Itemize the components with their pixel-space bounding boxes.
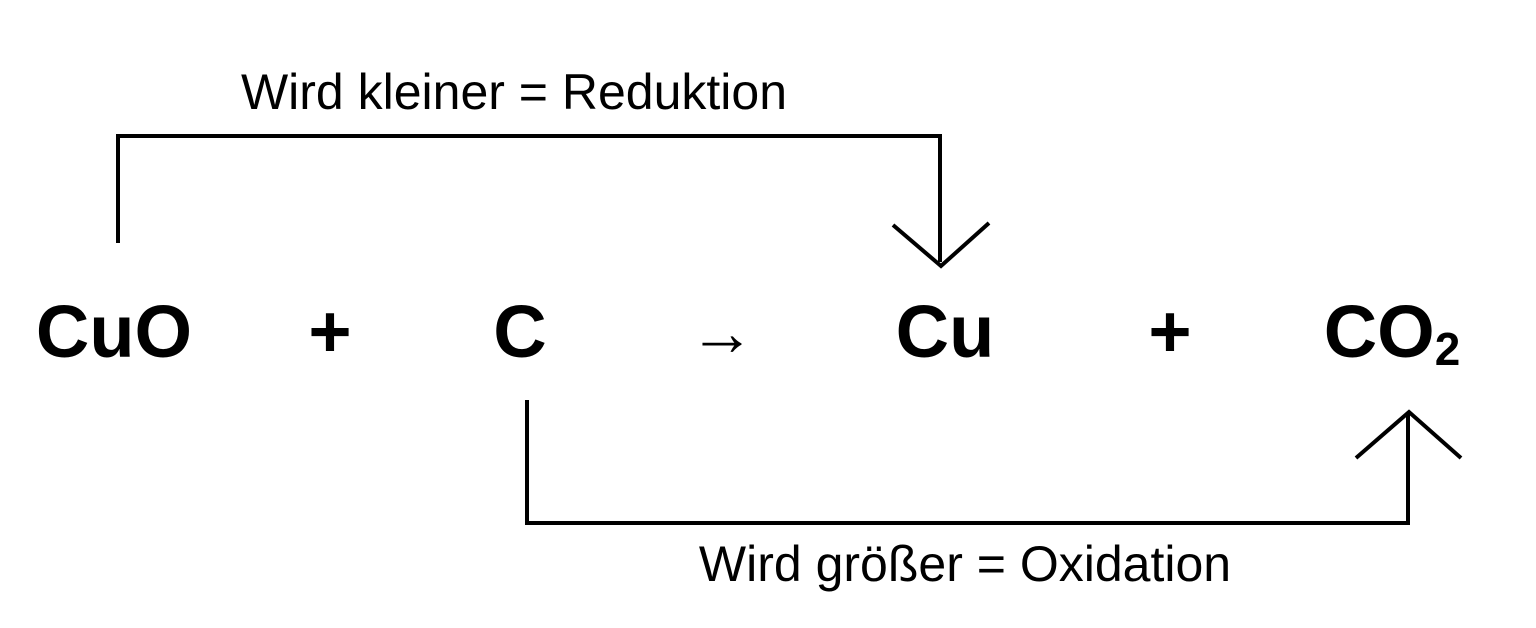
product-co2-base: CO — [1323, 290, 1435, 373]
product-cu: Cu — [895, 290, 995, 373]
reduction-label: Wird kleiner = Reduktion — [240, 64, 788, 120]
plus-sign-1: + — [308, 290, 352, 373]
product-co2: CO2 — [1324, 295, 1461, 373]
oxidation-label: Wird größer = Oxidation — [698, 536, 1232, 592]
reactant-cuo: CuO — [35, 290, 193, 373]
plus-sign-2: + — [1148, 290, 1192, 373]
oxidation-arrowhead-icon — [1354, 409, 1463, 460]
product-co2-subscript: 2 — [1434, 323, 1461, 376]
reduction-arrowhead-icon — [891, 221, 991, 269]
reactant-c: C — [493, 290, 547, 373]
reduction-arrow-line — [116, 134, 942, 262]
reaction-arrow-icon: → — [689, 295, 755, 369]
oxidation-arrow-line — [525, 400, 1410, 525]
